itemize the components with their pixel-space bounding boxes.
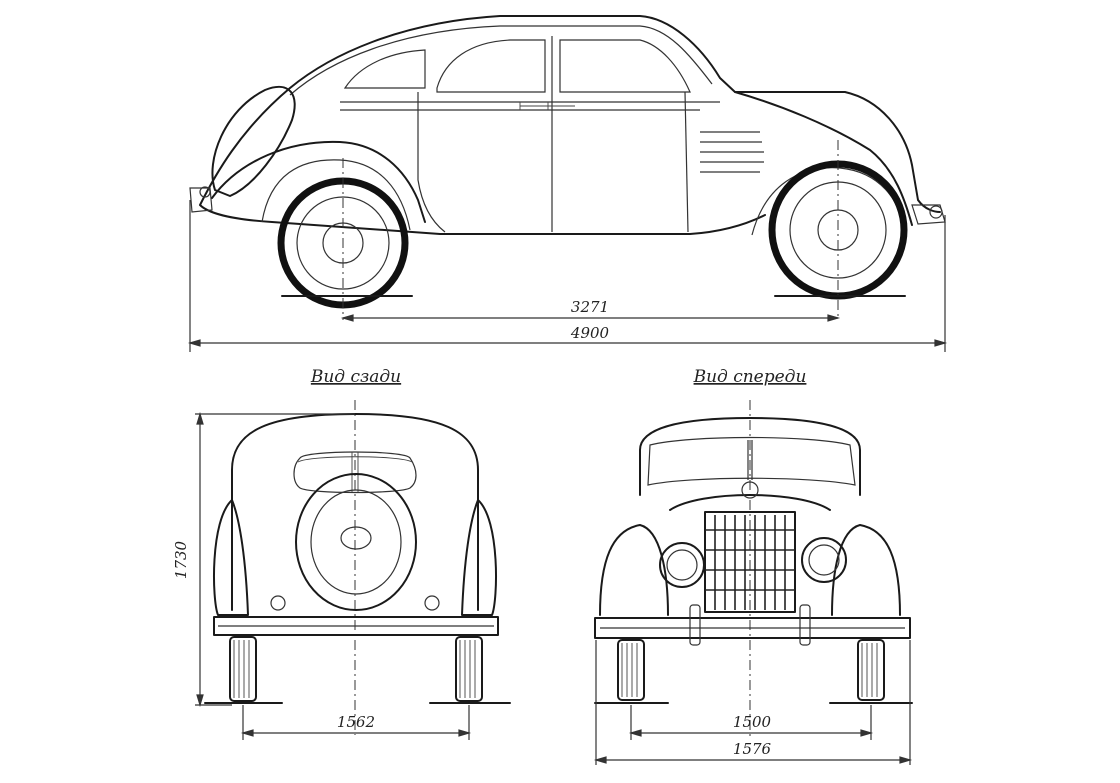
rear-view	[204, 400, 511, 735]
windshield	[647, 436, 856, 486]
wheelbase-dim: 3271	[571, 298, 609, 316]
front-view	[594, 400, 913, 740]
rear-view-caption: Вид сзади	[310, 367, 401, 387]
front-right-fender	[831, 524, 901, 616]
rear-quarter-window	[343, 49, 426, 89]
spare-tire-cover	[295, 473, 417, 611]
rear-door-window	[436, 39, 546, 93]
rear-right-fender	[461, 499, 497, 616]
hood-vents	[700, 131, 764, 173]
side-dimensions	[187, 200, 948, 352]
rear-spare-bulge	[211, 85, 296, 197]
front-door-window	[559, 39, 691, 93]
height-dim: 1730	[172, 540, 190, 579]
front-track-dim: 1500	[733, 713, 772, 731]
front-bumper	[594, 617, 911, 639]
side-body-outline	[199, 15, 941, 235]
overall-length-dim: 4900	[570, 324, 610, 342]
rear-bumper	[213, 616, 499, 636]
rear-dimensions	[195, 411, 472, 740]
left-headlight	[659, 542, 705, 588]
front-dimensions	[593, 640, 913, 765]
right-headlight	[801, 537, 847, 583]
front-fender	[734, 91, 913, 226]
rear-window	[293, 451, 417, 494]
front-view-caption: Вид спереди	[693, 367, 807, 387]
rear-left-fender	[213, 499, 249, 616]
front-left-fender	[599, 524, 669, 616]
radiator-grille	[704, 511, 796, 613]
rear-fender	[211, 140, 426, 223]
front-roof-outline	[639, 417, 861, 496]
overall-width-dim: 1576	[733, 740, 772, 758]
side-view	[189, 15, 946, 320]
rear-track-dim: 1562	[337, 713, 375, 731]
